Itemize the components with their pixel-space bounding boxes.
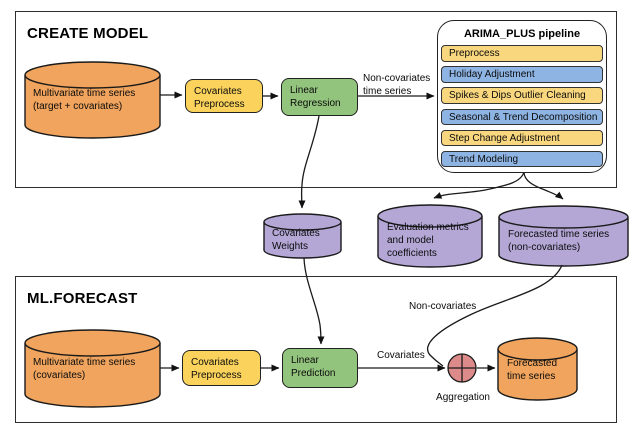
covariates-preprocess-forecast-box: Covariates Preprocess (182, 350, 261, 386)
arima-plus-pipeline-title: ARIMA_PLUS pipeline (463, 28, 581, 40)
input-db-forecast-cylinder (24, 329, 161, 408)
output-db-cylinder (497, 337, 578, 401)
noncov-time-series-arrow-label: Non-covariates time series (363, 73, 431, 97)
covariates-weights-cylinder (263, 213, 342, 259)
ml-forecast-title: ML.FORECAST (27, 290, 138, 307)
pipeline-step-seasonal-trend: Seasonal & Trend Decomposition (441, 108, 603, 126)
pipeline-step-preprocess: Preprocess (441, 45, 603, 62)
arrow-regression-to-weights (298, 115, 320, 209)
evaluation-metrics-label: Evaluation metrics and model coefficient… (387, 222, 469, 259)
forecasted-noncov-label: Forecasted time series (non-covariates) (508, 229, 610, 253)
forecasted-noncov-cylinder (498, 205, 629, 267)
pipeline-step-step-change: Step Change Adjustment (441, 129, 603, 147)
linear-prediction-box: Linear Prediction (282, 348, 358, 388)
arrow-pipeline-to-evaluation (433, 171, 525, 199)
pipeline-step-holiday-adjustment: Holiday Adjustment (441, 66, 603, 83)
linear-regression-box: Linear Regression (281, 78, 358, 116)
arrow-weights-to-prediction (303, 257, 325, 345)
covariates-preprocess-create-box: Covariates Preprocess (185, 79, 263, 113)
covariates-weights-label: Covariates Weights (272, 228, 320, 252)
input-db-create-cylinder (24, 61, 161, 139)
covariates-arrow-label: Covariates (377, 350, 425, 361)
output-db-label: Forecasted time series (507, 358, 558, 382)
create-model-box (15, 11, 617, 188)
aggregation-circle (447, 353, 477, 383)
pipeline-step-trend-modeling: Trend Modeling (441, 150, 603, 168)
aggregation-label: Aggregation (436, 392, 490, 403)
arrow-forecast-noncov-to-aggregation (427, 264, 563, 367)
arima-plus-pipeline-box: ARIMA_PLUS pipeline Preprocess Holiday A… (437, 20, 607, 173)
pipeline-step-spikes-dips: Spikes & Dips Outlier Cleaning (441, 87, 603, 104)
input-db-create-label: Multivariate time series (target + covar… (33, 88, 136, 112)
evaluation-metrics-cylinder (377, 204, 483, 268)
arrow-pipeline-to-forecast-noncov (523, 171, 564, 200)
create-model-title: CREATE MODEL (27, 25, 149, 42)
non-covariates-arrow-label: Non-covariates (409, 301, 477, 312)
ml-forecast-box (15, 276, 617, 423)
input-db-forecast-label: Multivariate time series (covariates) (33, 357, 136, 381)
